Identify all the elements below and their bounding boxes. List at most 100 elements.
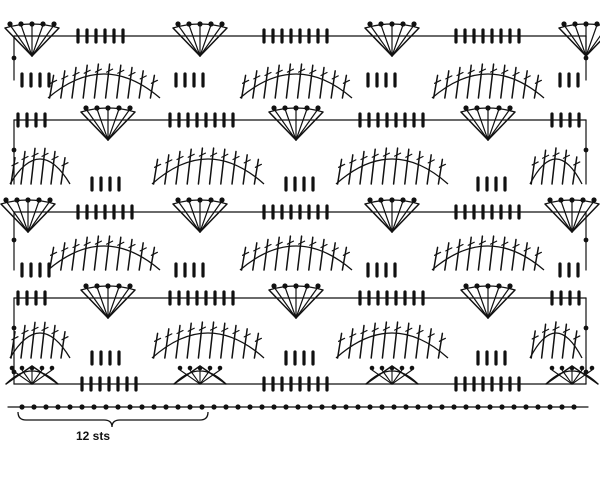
- double-crochet-symbol: [60, 70, 66, 99]
- double-crochet-symbol: [188, 24, 201, 57]
- double-crochet-symbol: [220, 148, 226, 185]
- stitch-crossbar: [427, 333, 435, 338]
- stitch-dot: [177, 365, 183, 371]
- stitch-crossbar: [349, 159, 357, 164]
- fan-edge: [172, 203, 201, 233]
- double-crochet-symbol: [549, 200, 573, 233]
- stitch-crossbar: [264, 243, 272, 249]
- double-crochet-symbol: [359, 324, 365, 359]
- double-crochet-symbol: [551, 369, 573, 385]
- stitch-dot: [315, 105, 321, 111]
- double-crochet-symbol: [571, 369, 583, 385]
- stitch-crossbar: [562, 328, 571, 333]
- stitch-crossbar: [405, 153, 413, 158]
- stitch-dot: [83, 105, 89, 111]
- double-crochet-symbol: [295, 108, 308, 141]
- stitch-dot: [49, 365, 55, 371]
- double-crochet-symbol: [359, 150, 365, 185]
- stitch-crossbar: [31, 326, 39, 331]
- turning-chain-dot: [11, 369, 17, 375]
- double-crochet-symbol: [96, 286, 109, 319]
- chain-stitch-symbol: [55, 404, 61, 410]
- double-crochet-symbol: [82, 236, 88, 271]
- chain-stitch-symbol: [283, 404, 289, 410]
- fan-edge: [544, 203, 573, 233]
- stitch-crossbar: [541, 328, 550, 333]
- double-crochet-symbol: [336, 332, 343, 359]
- stitch-dot: [39, 365, 45, 371]
- double-crochet-symbol: [30, 321, 36, 359]
- double-crochet-symbol: [432, 246, 439, 271]
- stitch-dot: [474, 283, 480, 289]
- stitch-dot: [389, 365, 395, 371]
- stitch-dot: [25, 197, 31, 203]
- double-crochet-symbol: [107, 108, 131, 141]
- stitch-crossbar: [150, 79, 158, 84]
- double-crochet-symbol: [274, 236, 280, 271]
- stitch-crossbar: [478, 68, 486, 73]
- chain-stitch-symbol: [115, 404, 121, 410]
- chain-stitch-symbol: [427, 404, 433, 410]
- chain-stitch-symbol: [295, 404, 301, 410]
- double-crochet-symbol: [164, 328, 170, 359]
- double-crochet-symbol: [240, 246, 247, 271]
- stitch-crossbar: [165, 159, 173, 164]
- double-crochet-symbol: [242, 328, 248, 359]
- double-crochet-symbol: [179, 369, 201, 385]
- chain-stitch-symbol: [223, 404, 229, 410]
- stitch-dot: [29, 365, 35, 371]
- double-crochet-symbol: [561, 369, 573, 385]
- chain-stitch-symbol: [379, 404, 385, 410]
- double-crochet-symbol: [533, 74, 540, 99]
- double-crochet-symbol: [138, 70, 144, 99]
- chain-stitch-symbol: [199, 404, 205, 410]
- stitch-dot: [219, 21, 225, 27]
- chain-stitch-symbol: [31, 404, 37, 410]
- chain-stitch-symbol: [127, 404, 133, 410]
- stitch-dot: [411, 21, 417, 27]
- fan-edge: [80, 289, 109, 319]
- stitch-dot: [379, 365, 385, 371]
- double-crochet-symbol: [319, 238, 325, 271]
- chain-stitch-symbol: [19, 404, 25, 410]
- stitch-crossbar: [243, 159, 251, 164]
- fan-edge: [487, 289, 516, 319]
- double-crochet-symbol: [107, 286, 120, 319]
- double-crochet-symbol: [199, 369, 211, 385]
- repeat-label: 12 sts: [76, 429, 111, 443]
- stitch-dot: [105, 283, 111, 289]
- arch-curve: [529, 332, 583, 359]
- double-crochet-symbol: [138, 242, 144, 271]
- arch-curve: [239, 73, 353, 99]
- double-crochet-symbol: [31, 369, 53, 385]
- stitch-crossbar: [298, 240, 306, 245]
- double-crochet-symbol: [391, 200, 404, 233]
- stitch-crossbar: [72, 71, 80, 77]
- chain-stitch-symbol: [499, 404, 505, 410]
- chain-stitch-symbol: [211, 404, 217, 410]
- chain-stitch-symbol: [571, 404, 577, 410]
- stitch-crossbar: [309, 241, 317, 246]
- stitch-dot: [217, 365, 223, 371]
- stitch-crossbar: [83, 241, 91, 246]
- double-crochet-symbol: [487, 286, 511, 319]
- double-crochet-symbol: [263, 66, 269, 99]
- stitch-dot: [579, 365, 585, 371]
- chain-stitch-symbol: [391, 404, 397, 410]
- chain-stitch-symbol: [139, 404, 145, 410]
- stitch-dot: [367, 21, 373, 27]
- double-crochet-symbol: [253, 158, 260, 185]
- double-crochet-symbol: [571, 200, 595, 233]
- double-crochet-symbol: [104, 63, 111, 99]
- double-crochet-symbol: [444, 242, 450, 271]
- stitch-crossbar: [49, 79, 58, 84]
- stitch-crossbar: [427, 159, 435, 164]
- stitch-dot: [589, 365, 595, 371]
- double-crochet-symbol: [487, 286, 500, 319]
- double-crochet-symbol: [273, 108, 297, 141]
- stitch-crossbar: [105, 240, 114, 245]
- double-crochet-symbol: [522, 70, 528, 99]
- stitch-dot: [558, 197, 564, 203]
- repeat-brace: [17, 411, 209, 428]
- double-crochet-symbol: [522, 242, 528, 271]
